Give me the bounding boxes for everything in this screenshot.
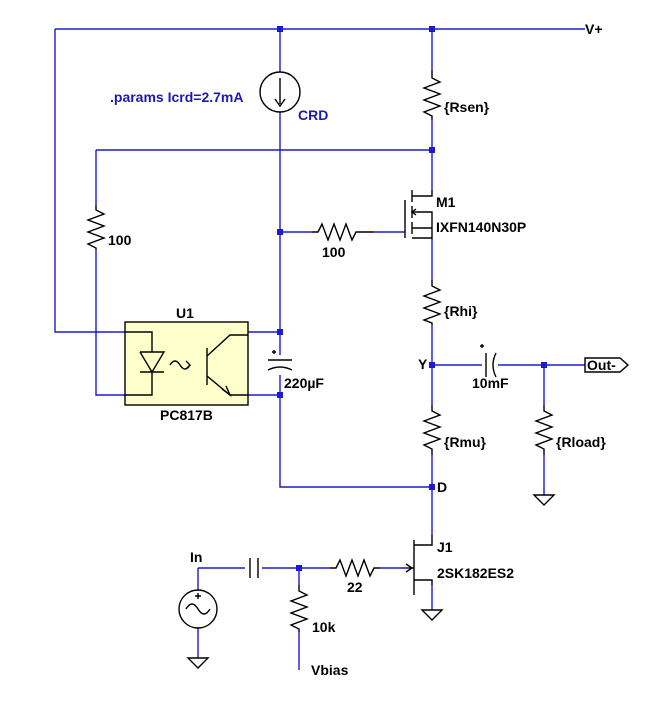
cap-out-label: 10mF [472,375,509,391]
u1-name-label: U1 [176,305,194,321]
jfet-j1 [405,535,433,595]
crd-current-source [259,71,301,113]
crd-label: CRD [298,107,328,123]
wires [54,28,585,670]
resistor-rhi [422,280,442,325]
r-gate-label: 100 [322,244,346,260]
params-label: .params Icrd=2.7mA [110,89,243,105]
in-label: In [190,549,202,565]
rsen-label: {Rsen} [444,99,490,115]
r-left-label: 100 [108,232,132,248]
resistor-gate-100 [312,222,374,242]
resistor-rload [534,405,554,455]
vbias-label: Vbias [311,662,349,678]
j1-name-label: J1 [437,539,453,555]
ground-input [186,657,210,669]
rmu-label: {Rmu} [444,434,487,450]
vplus-label: V+ [585,21,603,37]
capacitor-220uf [267,350,293,371]
r-22-label: 22 [347,579,363,595]
junctions [277,26,547,571]
rhi-label: {Rhi} [444,303,478,319]
resistor-22 [330,558,380,578]
node-d-label: D [437,479,447,495]
resistor-rmu [422,405,442,455]
capacitor-input [249,558,259,578]
resistor-10k [289,585,309,632]
resistor-rsen [422,70,442,120]
mosfet-m1 [404,190,433,239]
optocoupler-u1 [124,321,249,406]
u1-model-label: PC817B [160,407,213,423]
capacitor-10mf [480,344,497,378]
rload-label: {Rload} [556,434,606,450]
output-port [584,357,630,373]
j1-model-label: 2SK182ES2 [437,565,514,581]
ac-voltage-source [178,589,218,629]
r-10k-label: 10k [312,619,336,635]
cap-220-label: 220µF [284,375,324,391]
resistor-left-100 [86,205,106,250]
ground-j1 [420,609,444,621]
node-y-label: Y [418,356,428,372]
ground-rload [532,494,556,506]
m1-model-label: IXFN140N30P [436,219,526,235]
m1-name-label: M1 [436,194,456,210]
out-label: Out- [587,357,616,373]
